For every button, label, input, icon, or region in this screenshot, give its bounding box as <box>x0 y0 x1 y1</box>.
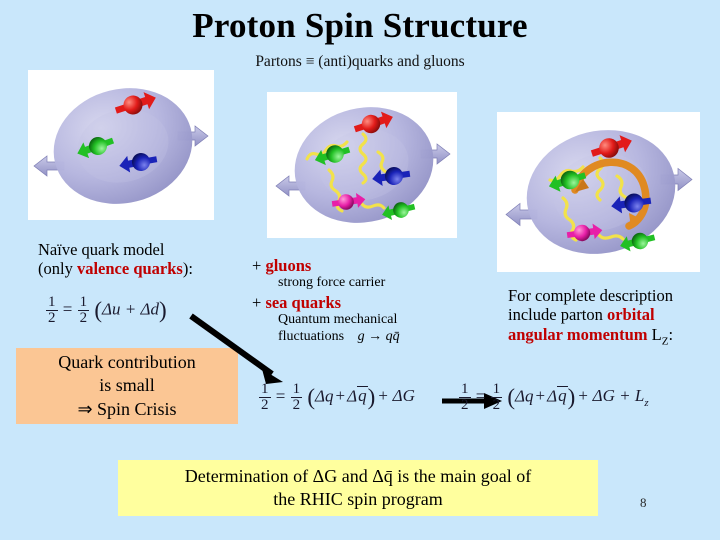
quark-red <box>353 111 393 134</box>
sea-quarks-description-line1: Quantum mechanical <box>278 312 398 328</box>
fraction-half-rhs: 1 2 <box>77 294 90 326</box>
plus-sign: + <box>335 386 346 406</box>
figure-gluon-sea-quark-proton <box>267 92 457 238</box>
figure-orbital-angular-momentum-proton <box>497 112 700 272</box>
sea-quark-green <box>382 202 416 220</box>
quark-blue <box>119 153 158 173</box>
sea-quarks-item: + sea quarks <box>252 292 342 312</box>
naive-model-line2: (only valence quarks): <box>38 259 193 279</box>
sea-quarks-highlight: sea quarks <box>265 292 342 312</box>
quark-green <box>77 137 115 159</box>
orbital-angular-momentum-arrow <box>571 158 650 230</box>
fraction-half-lhs: 1 2 <box>459 381 471 413</box>
formula-body: Δu + Δd <box>102 299 159 319</box>
plus-sign: + <box>535 386 546 406</box>
q-bar: q <box>557 386 568 406</box>
naive-quark-model-text: Naïve quark model (only valence quarks): <box>38 240 193 279</box>
fig3-canvas <box>497 112 700 272</box>
fraction-half-rhs: 1 2 <box>490 381 503 413</box>
delta-symbol: Δ <box>547 386 558 406</box>
orange-line1: Quark contribution <box>58 352 196 373</box>
rhic-spin-program-callout: Determination of ΔG and Δq̄ is the main … <box>118 460 598 516</box>
close-paren: ) <box>158 297 167 323</box>
quark-blue <box>611 193 652 214</box>
quark-contribution-callout: Quark contribution is small ⇒ Spin Crisi… <box>16 348 238 424</box>
yellow-line2: the RHIC spin program <box>273 489 443 509</box>
open-paren: ( <box>507 384 516 410</box>
formula-complete-spin-sum-rule: 1 2 = 1 2 (Δq+Δq)+ ΔG + Lz <box>458 382 649 413</box>
horizontal-arrow-to-right-formula <box>442 393 502 409</box>
q-bar: q <box>357 386 368 406</box>
orange-line2: is small <box>99 375 155 396</box>
proton-diagram-3 <box>505 130 693 254</box>
orbital-highlight: orbital <box>606 305 655 325</box>
sea-quark-magenta <box>566 223 603 242</box>
fraction-half-rhs: 1 2 <box>290 381 303 413</box>
fraction-half-lhs: 1 2 <box>259 381 271 413</box>
lz-subscript: z <box>644 396 649 409</box>
formula-naive-quark-model: 1 2 = 1 2 (Δu + Δd) <box>45 295 167 326</box>
close-paren: ) <box>367 384 376 410</box>
quark-green-1 <box>548 170 587 192</box>
right-line2: include parton orbital <box>508 305 655 325</box>
proton-spin-axis-arrows <box>505 167 693 227</box>
gluons-highlight: gluons <box>265 256 312 275</box>
naive-model-line1: Naïve quark model <box>38 240 165 259</box>
gluons-description: strong force carrier <box>278 275 386 291</box>
fig2-canvas <box>267 92 457 238</box>
page-number: 8 <box>640 495 647 510</box>
equals-sign: = <box>62 299 73 319</box>
angular-momentum-highlight: angular momentum <box>508 324 648 344</box>
fig1-canvas <box>28 70 214 220</box>
gluon-splitting-reaction: g → qq̄ <box>357 328 400 344</box>
delta-symbol: Δ <box>347 386 358 406</box>
equals-sign: = <box>475 386 486 406</box>
page-title: Proton Spin Structure <box>192 6 528 45</box>
quark-red <box>114 92 156 115</box>
delta-q: Δq <box>515 386 534 406</box>
delta-g-lz-term: + ΔG + L <box>577 386 645 406</box>
delta-g-term: + ΔG <box>377 386 415 406</box>
lz-subscript: Z <box>661 335 669 348</box>
proton-diagram-2 <box>275 107 451 223</box>
close-paren: ) <box>567 384 576 410</box>
sea-quarks-description-line2: fluctuations g → qq̄ <box>278 328 400 344</box>
quark-blue <box>372 167 411 186</box>
diagonal-arrow-to-middle-formula <box>189 313 283 384</box>
yellow-line1: Determination of ΔG and Δq̄ is the main … <box>184 465 532 486</box>
proton-diagram-1 <box>33 88 209 204</box>
equals-sign: = <box>275 386 286 406</box>
gluons-item: + gluons <box>252 256 312 275</box>
valence-quarks-highlight: valence quarks <box>76 259 183 279</box>
formula-with-gluons: 1 2 = 1 2 (Δq+Δq)+ ΔG <box>258 382 415 413</box>
sea-quark-green <box>620 232 656 252</box>
right-line3: angular momentum LZ: <box>508 324 674 348</box>
orange-line3: ⇒ Spin Crisis <box>77 398 177 419</box>
quark-red <box>590 135 632 158</box>
proton-body <box>53 88 193 204</box>
delta-q: Δq <box>315 386 334 406</box>
sea-quark-magenta <box>331 193 366 210</box>
subtitle: Partons ≡ (anti)quarks and gluons <box>255 53 465 70</box>
gluon-sea-quark-text: + gluons strong force carrier + sea quar… <box>252 256 400 345</box>
right-line1: For complete description <box>508 286 673 305</box>
open-paren: ( <box>307 384 316 410</box>
orbital-angular-momentum-text: For complete description include parton … <box>508 286 718 348</box>
quark-green-1 <box>314 145 351 166</box>
fraction-half-lhs: 1 2 <box>46 294 58 326</box>
figure-valence-quark-proton <box>28 70 214 220</box>
open-paren: ( <box>94 297 103 323</box>
